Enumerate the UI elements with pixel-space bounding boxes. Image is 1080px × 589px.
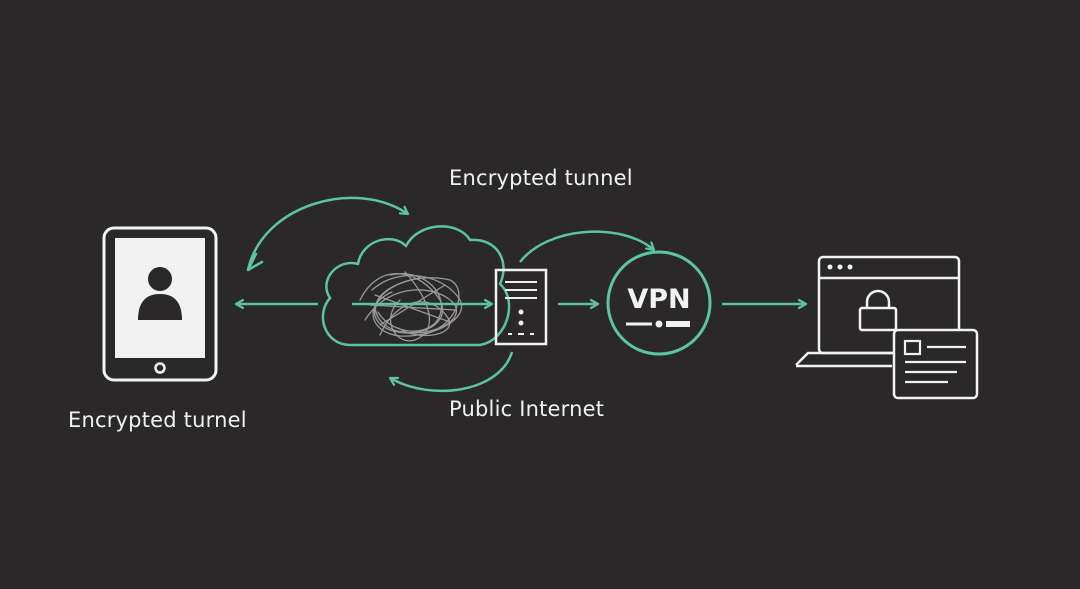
server-icon <box>494 268 548 346</box>
device-tunnel-label: Encrypted turnel <box>68 408 247 432</box>
encrypted-tunnel-label: Encrypted tunnel <box>449 166 633 190</box>
vpn-badge-icon: VPN <box>606 250 712 356</box>
public-internet-label: Public Internet <box>449 397 605 421</box>
vpn-label: VPN <box>627 284 690 315</box>
lock-icon <box>858 289 898 332</box>
document-card-icon <box>892 328 979 400</box>
cloud-icon <box>321 225 511 347</box>
tablet-user-icon <box>102 226 218 382</box>
loop-arrow-bottom <box>390 351 514 393</box>
arc-arrow-server-to-vpn <box>519 230 654 263</box>
loop-arrow-top <box>246 196 408 271</box>
scribble-icon <box>359 271 463 342</box>
laptop-lock-icon <box>795 255 961 368</box>
